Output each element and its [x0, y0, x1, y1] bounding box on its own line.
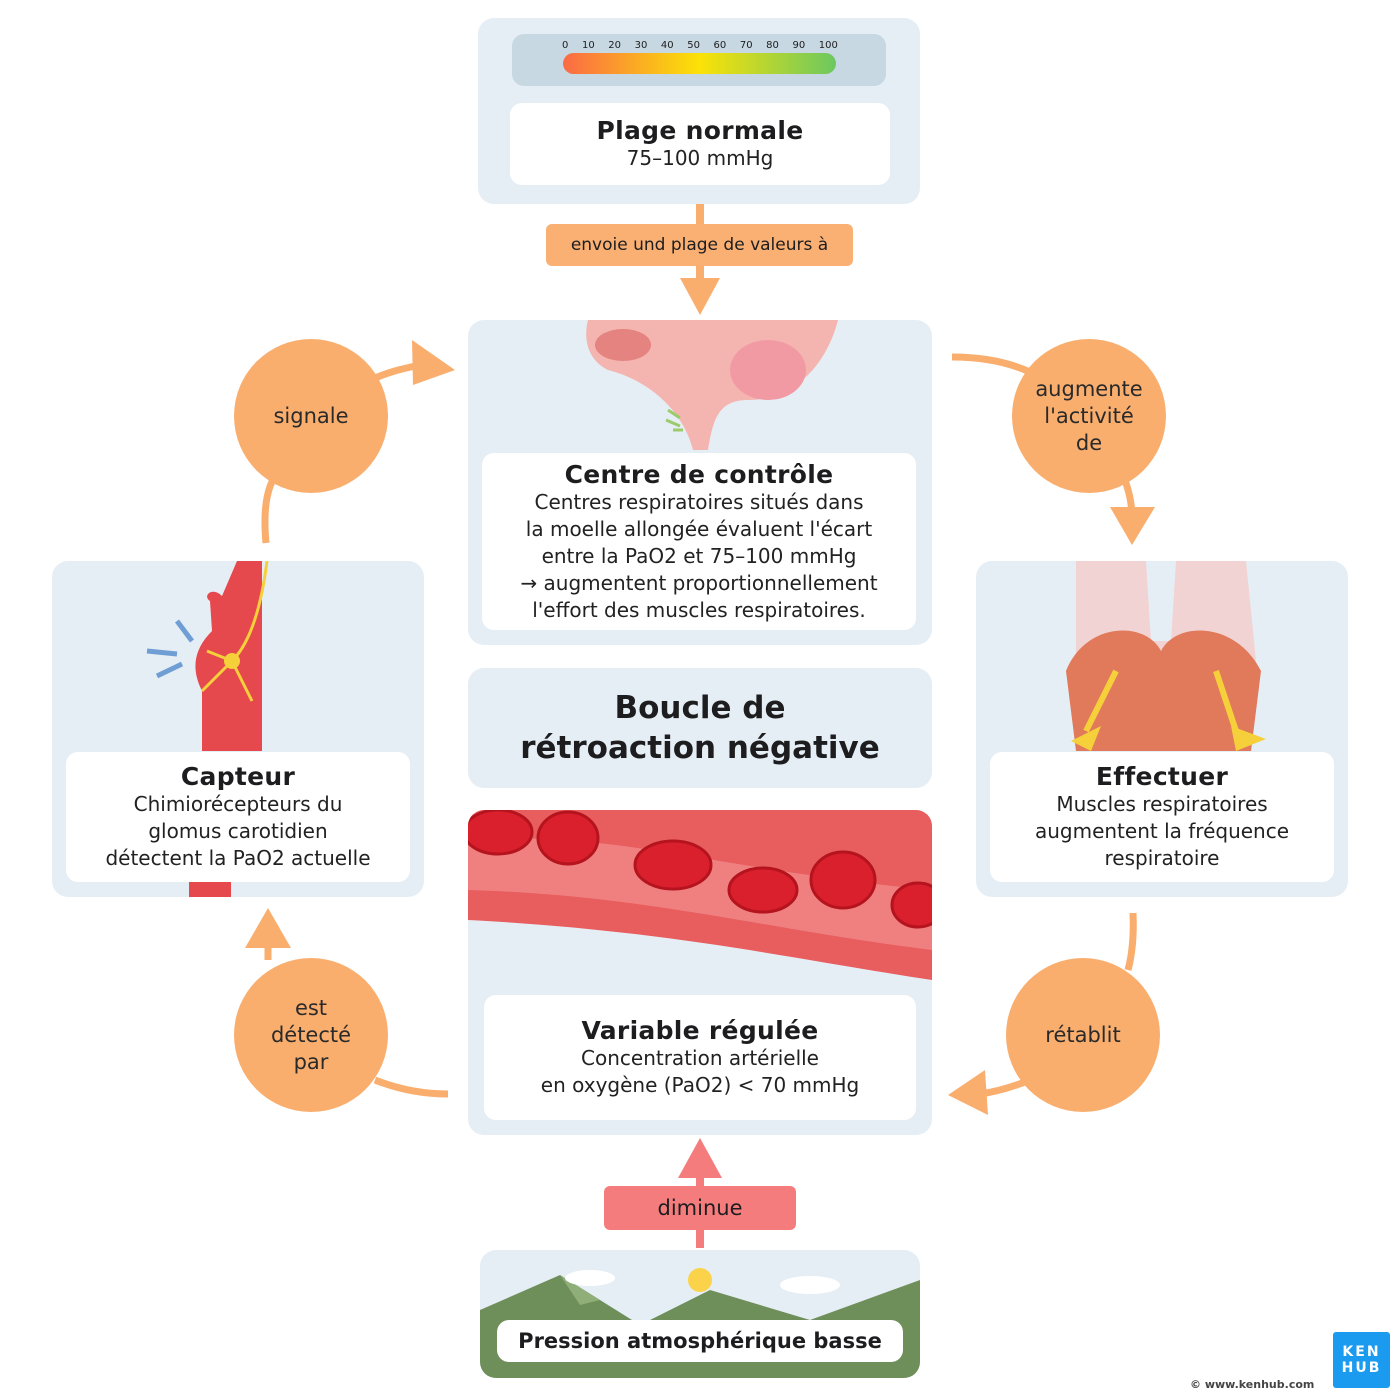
sensor-title: Capteur: [180, 762, 296, 791]
tick-label: 10: [581, 40, 595, 51]
circle-restores: rétablit: [1006, 958, 1160, 1112]
control-center-panel: Centre de contrôle Centres respiratoires…: [468, 320, 932, 645]
circle-detected: est détecté par: [234, 958, 388, 1112]
sensor-line: glomus carotidien: [148, 819, 328, 843]
control-center-line: l'effort des muscles respiratoires.: [532, 597, 866, 622]
brainstem-illustration: [586, 320, 838, 450]
normal-range-title: Plage normale: [596, 116, 804, 145]
tick-label: 20: [608, 40, 621, 51]
regulated-variable-box: Variable régulée Concentration artériell…: [484, 995, 916, 1120]
send-label: envoie und plage de valeurs à: [546, 224, 853, 266]
scale-ticks: 0 10 20 30 40 50 60 70 80 90 100: [562, 40, 838, 51]
control-center-box: Centre de contrôle Centres respiratoires…: [482, 453, 916, 630]
scale-bar: 0 10 20 30 40 50 60 70 80 90 100: [512, 34, 886, 86]
loop-title-panel: Boucle de rétroaction négative: [468, 668, 932, 788]
carotid-illustration: [146, 561, 269, 751]
normal-range-box: Plage normale 75–100 mmHg: [510, 103, 890, 185]
tick-label: 60: [713, 40, 727, 51]
regulated-variable-panel: Variable régulée Concentration artériell…: [468, 810, 932, 1135]
tick-label: 30: [634, 40, 648, 51]
sensor-panel: Capteur Chimiorécepteurs du glomus carot…: [52, 561, 424, 897]
diaphragm-illustration: [1066, 561, 1266, 751]
control-center-title: Centre de contrôle: [564, 459, 834, 489]
tick-label: 50: [687, 40, 700, 51]
stimulus-title: Pression atmosphérique basse: [518, 1329, 882, 1353]
effector-panel: Effectuer Muscles respiratoires augmente…: [976, 561, 1348, 897]
vessel-stub: [189, 882, 231, 897]
circle-increases: augmente l'activité de: [1012, 339, 1166, 493]
kenhub-logo[interactable]: KEN HUB: [1333, 1332, 1390, 1388]
effector-line: Muscles respiratoires: [1056, 792, 1268, 816]
logo-line: HUB: [1341, 1360, 1382, 1376]
control-center-line: → augmentent proportionnellement: [520, 570, 878, 595]
circle-signals: signale: [234, 339, 388, 493]
control-center-line: entre la PaO2 et 75–100 mmHg: [541, 543, 857, 568]
control-center-line: Centres respiratoires situés dans: [534, 489, 864, 514]
normal-range-panel: 0 10 20 30 40 50 60 70 80 90 100 Plage normale 75–…: [478, 18, 920, 204]
effector-title: Effectuer: [1095, 762, 1229, 791]
stimulus-box: Pression atmosphérique basse: [497, 1320, 903, 1362]
tick-label: 80: [766, 40, 779, 51]
decrease-label: diminue: [604, 1186, 796, 1230]
stimulus-panel: Pression atmosphérique basse: [480, 1250, 920, 1378]
loop-title-line: rétroaction négative: [520, 730, 880, 766]
sensor-line: détectent la PaO2 actuelle: [105, 846, 371, 870]
tick-label: 100: [818, 40, 838, 51]
tick-label: 0: [562, 40, 569, 51]
tick-label: 90: [792, 40, 806, 51]
color-gradient-bar: [563, 53, 836, 74]
logo-line: KEN: [1342, 1344, 1381, 1360]
sensor-line: Chimiorécepteurs du: [133, 792, 343, 816]
effector-line: augmentent la fréquence: [1034, 819, 1290, 843]
regulated-variable-line: en oxygène (PaO2) < 70 mmHg: [540, 1073, 860, 1097]
arrowhead-icon: [948, 1070, 988, 1115]
regulated-variable-title: Variable régulée: [581, 1016, 819, 1045]
tick-label: 70: [739, 40, 753, 51]
regulated-variable-line: Concentration artérielle: [581, 1046, 819, 1070]
sensor-box: Capteur Chimiorécepteurs du glomus carot…: [66, 752, 410, 882]
arrowhead-icon: [412, 340, 455, 385]
arrowhead-icon: [245, 908, 291, 948]
effector-box: Effectuer Muscles respiratoires augmente…: [990, 752, 1334, 882]
tick-label: 40: [660, 40, 674, 51]
effector-line: respiratoire: [1104, 846, 1220, 870]
copyright: © www.kenhub.com: [1190, 1378, 1315, 1391]
blood-vessel-illustration: [468, 810, 932, 980]
loop-title-line: Boucle de: [614, 690, 786, 726]
control-center-line: la moelle allongée évaluent l'écart: [525, 516, 873, 541]
normal-range-value: 75–100 mmHg: [626, 146, 774, 170]
arrowhead-icon: [1110, 507, 1155, 545]
